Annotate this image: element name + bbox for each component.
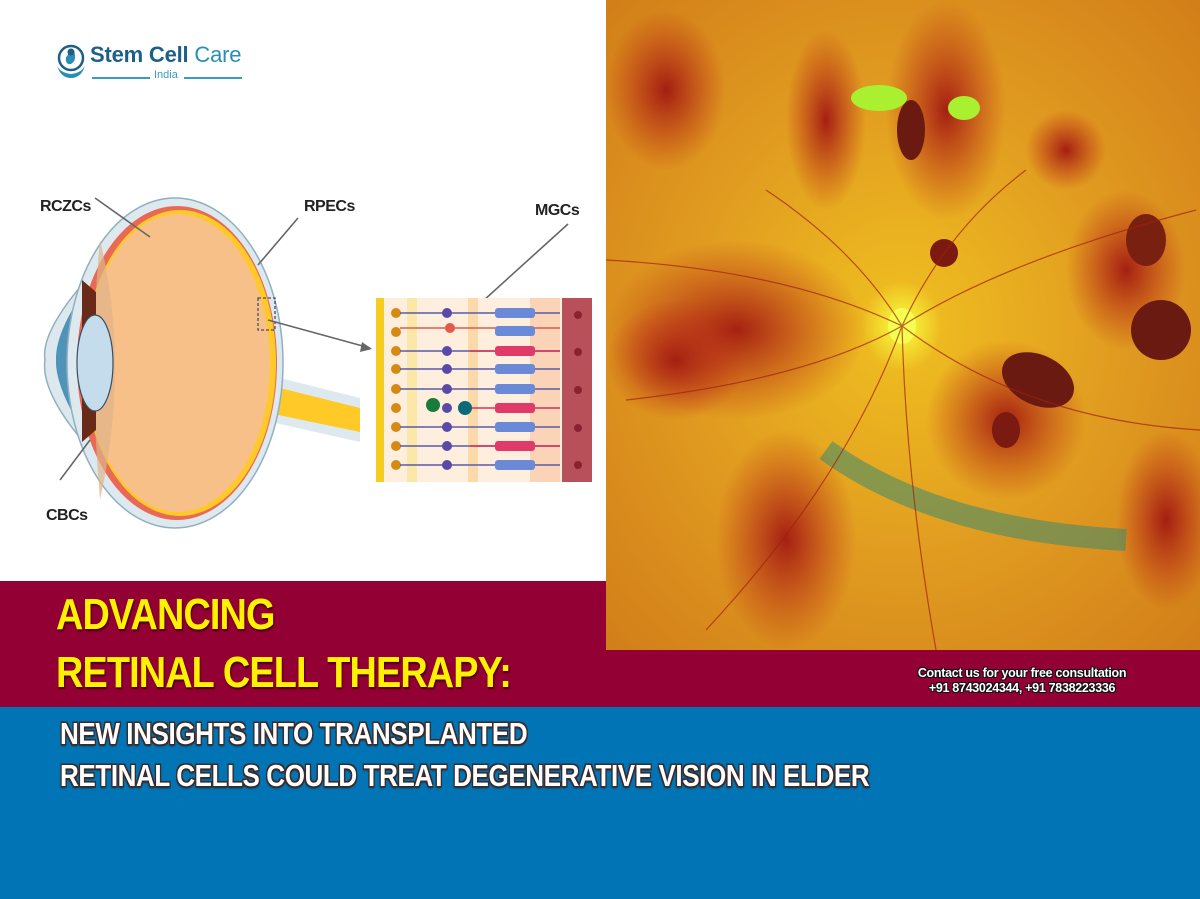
retina-cell-layers-icon: [376, 298, 592, 482]
contact-band: [606, 650, 1200, 707]
subheadline-band: [0, 707, 1200, 899]
headline-line-1: ADVANCING: [56, 590, 275, 639]
label-cbcs: CBCs: [46, 507, 88, 524]
retina-fundus-image: [606, 0, 1200, 650]
fetus-in-hands-icon: [57, 44, 85, 78]
brand-name-primary: Stem Cell: [90, 42, 189, 67]
divider: [92, 77, 150, 79]
contact-info: Contact us for your free consultation +9…: [902, 666, 1142, 696]
eye-diagram: RCZCs RPECs MGCs CBCs: [0, 180, 606, 540]
brand-name: Stem Cell Care: [90, 42, 241, 68]
contact-phones[interactable]: +91 8743024344, +91 7838223336: [928, 681, 1116, 695]
headline-line-2: RETINAL CELL THERAPY:: [56, 648, 512, 697]
label-mgcs: MGCs: [535, 202, 580, 219]
eye-cross-section-icon: [43, 197, 592, 529]
retina-fundus-photo: [606, 0, 1200, 650]
brand-subtitle: India: [92, 69, 242, 84]
headline-band: [0, 581, 606, 707]
divider: [184, 77, 242, 79]
brand-subtitle-text: India: [154, 69, 178, 81]
brand-name-secondary: Care: [188, 42, 242, 67]
brand-logo[interactable]: Stem Cell Care India: [54, 40, 254, 88]
label-rpecs: RPECs: [304, 198, 355, 215]
subheadline-line-2: RETINAL CELLS COULD TREAT DEGENERATIVE V…: [60, 758, 870, 793]
contact-cta: Contact us for your free consultation: [917, 666, 1127, 680]
label-rczcs: RCZCs: [40, 198, 91, 215]
subheadline-line-1: NEW INSIGHTS INTO TRANSPLANTED: [60, 716, 528, 751]
